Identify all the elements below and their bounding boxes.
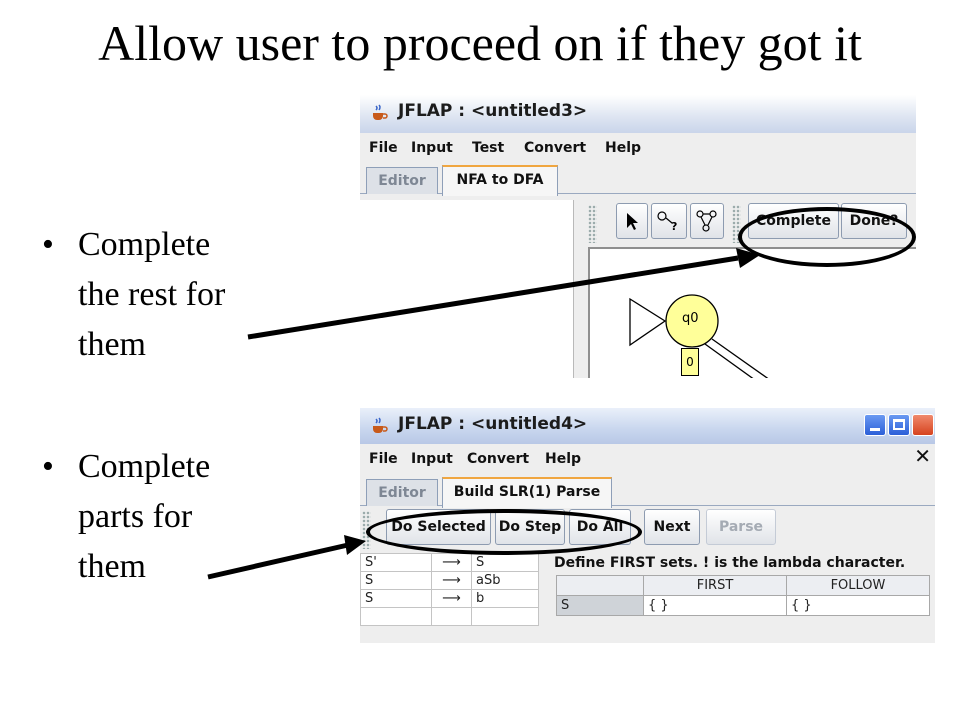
state-label: q0 bbox=[682, 311, 699, 326]
menu-input[interactable]: Input bbox=[411, 451, 453, 467]
bullet-line: them bbox=[78, 548, 146, 585]
symbol-cell: S bbox=[556, 595, 644, 616]
toolbar-grip[interactable] bbox=[732, 205, 741, 243]
menu-file[interactable]: File bbox=[369, 140, 398, 156]
title-bar[interactable]: JFLAP : <untitled3> bbox=[360, 95, 916, 133]
tab-editor[interactable]: Editor bbox=[366, 479, 438, 506]
table-row[interactable]: S' ⟶ S bbox=[360, 553, 539, 572]
highlight-oval bbox=[366, 509, 642, 555]
state-number-label: 0 bbox=[681, 348, 699, 376]
production-rhs[interactable]: b bbox=[471, 589, 539, 608]
first-header: FIRST bbox=[643, 575, 787, 596]
tree-expand-icon bbox=[696, 210, 717, 232]
minimize-button[interactable] bbox=[864, 414, 886, 436]
production-rhs[interactable]: S bbox=[471, 553, 539, 572]
automaton-drawing bbox=[629, 294, 769, 378]
minimize-icon bbox=[870, 428, 880, 431]
production-lhs[interactable]: S bbox=[360, 589, 432, 608]
grammar-table: S' ⟶ S S ⟶ aSb S ⟶ b bbox=[360, 553, 539, 626]
transition-edge bbox=[704, 343, 754, 378]
close-tab-icon[interactable]: ✕ bbox=[914, 444, 931, 468]
window-title: JFLAP : <untitled4> bbox=[398, 414, 588, 434]
automaton-canvas[interactable]: q0 0 bbox=[588, 247, 916, 378]
first-follow-table: FIRST FOLLOW S { } { } bbox=[556, 575, 930, 616]
bullet-line: them bbox=[78, 326, 146, 363]
menu-help[interactable]: Help bbox=[605, 140, 642, 156]
menu-convert[interactable]: Convert bbox=[467, 451, 530, 467]
state-expander-tool-button[interactable]: ? bbox=[651, 203, 687, 239]
bullet-dot: • bbox=[42, 448, 54, 485]
parse-button[interactable]: Parse bbox=[706, 509, 776, 545]
first-follow-instructions: Define FIRST sets. ! is the lambda chara… bbox=[554, 555, 906, 571]
group-expand-tool-button[interactable] bbox=[690, 203, 724, 239]
table-row[interactable] bbox=[360, 607, 539, 626]
production-arrow: ⟶ bbox=[431, 589, 472, 608]
arrow-to-complete bbox=[247, 248, 760, 340]
follow-cell[interactable]: { } bbox=[786, 595, 930, 616]
bullet-line: Complete bbox=[78, 448, 211, 485]
first-follow-pane: Define FIRST sets. ! is the lambda chara… bbox=[550, 553, 935, 643]
state-expand-icon: ? bbox=[657, 211, 677, 232]
jflap-window-slr-parse: JFLAP : <untitled4> File Input Convert H… bbox=[360, 408, 935, 643]
table-row[interactable]: S ⟶ b bbox=[360, 589, 539, 608]
next-button[interactable]: Next bbox=[644, 509, 700, 545]
bullet-dot: • bbox=[42, 226, 54, 263]
bullet-line: parts for bbox=[78, 498, 193, 535]
window-close-button[interactable] bbox=[912, 414, 934, 436]
menu-convert[interactable]: Convert bbox=[524, 140, 587, 156]
java-coffee-icon bbox=[373, 417, 388, 433]
tab-row: Editor NFA to DFA bbox=[360, 163, 916, 196]
transition-edge bbox=[711, 338, 769, 378]
production-lhs[interactable]: S bbox=[360, 571, 432, 590]
pointer-icon bbox=[627, 213, 638, 230]
menu-file[interactable]: File bbox=[369, 451, 398, 467]
highlight-oval bbox=[738, 207, 916, 267]
menu-bar: File Input Test Convert Help bbox=[360, 134, 916, 162]
tab-editor[interactable]: Editor bbox=[366, 167, 438, 194]
symbol-header bbox=[556, 575, 644, 596]
production-lhs[interactable]: S' bbox=[360, 553, 432, 572]
maximize-button[interactable] bbox=[888, 414, 910, 436]
bullet-line: the rest for bbox=[78, 276, 226, 313]
menu-test[interactable]: Test bbox=[472, 140, 505, 156]
window-title: JFLAP : <untitled3> bbox=[398, 101, 588, 121]
table-row[interactable]: S { } { } bbox=[556, 595, 930, 616]
bullet-line: Complete bbox=[78, 226, 211, 263]
pointer-tool-button[interactable] bbox=[616, 203, 648, 239]
toolbar-grip[interactable] bbox=[588, 205, 597, 243]
initial-state-arrow bbox=[629, 297, 667, 347]
menu-input[interactable]: Input bbox=[411, 140, 453, 156]
arrow-to-do-buttons bbox=[207, 535, 366, 580]
tab-build-slr-parse[interactable]: Build SLR(1) Parse bbox=[442, 477, 612, 508]
svg-text:?: ? bbox=[671, 220, 677, 232]
java-coffee-icon bbox=[373, 104, 388, 120]
empty-cell[interactable] bbox=[360, 607, 432, 626]
title-bar[interactable]: JFLAP : <untitled4> bbox=[360, 408, 935, 444]
jflap-window-nfa-to-dfa: JFLAP : <untitled3> File Input Test Conv… bbox=[360, 95, 916, 378]
empty-cell[interactable] bbox=[471, 607, 539, 626]
tab-row: Editor Build SLR(1) Parse bbox=[360, 475, 935, 508]
empty-cell bbox=[431, 607, 472, 626]
maximize-icon bbox=[893, 419, 905, 430]
menu-help[interactable]: Help bbox=[545, 451, 582, 467]
state-q0[interactable] bbox=[665, 294, 719, 348]
slide-title: Allow user to proceed on if they got it bbox=[98, 15, 862, 71]
tab-nfa-to-dfa[interactable]: NFA to DFA bbox=[442, 165, 558, 196]
grammar-area: S' ⟶ S S ⟶ aSb S ⟶ b Define FIRST sets. … bbox=[360, 553, 935, 643]
menu-bar: File Input Convert Help bbox=[360, 445, 935, 473]
